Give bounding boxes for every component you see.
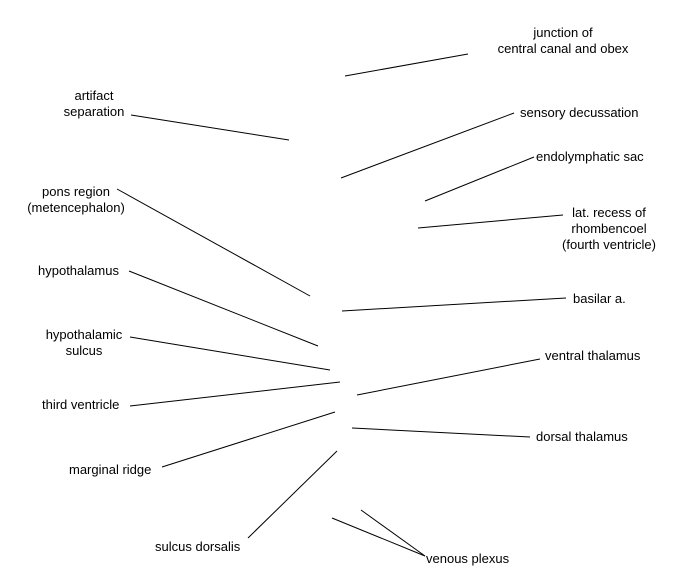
label-artifact: artifact separation bbox=[52, 88, 136, 120]
label-line: sensory decussation bbox=[520, 105, 639, 120]
leader-pons bbox=[116, 188, 311, 297]
label-line: central canal and obex bbox=[497, 41, 629, 56]
leader-sensory bbox=[340, 112, 515, 179]
label-basilar: basilar a. bbox=[573, 291, 626, 307]
label-line: hypothalamic bbox=[45, 327, 123, 342]
label-line: hypothalamus bbox=[38, 263, 119, 278]
label-lat-recess: lat. recess of rhombencoel (fourth ventr… bbox=[549, 205, 669, 253]
leader-venous-b bbox=[360, 509, 426, 557]
label-line: sulcus dorsalis bbox=[155, 539, 241, 554]
label-line: third ventricle bbox=[42, 397, 120, 412]
leader-ventral-thal bbox=[356, 358, 541, 396]
label-endolymphatic: endolymphatic sac bbox=[536, 149, 644, 165]
leader-artifact bbox=[130, 114, 290, 141]
leader-third-vent bbox=[129, 381, 341, 407]
label-third-ventricle: third ventricle bbox=[42, 397, 119, 413]
leader-marginal bbox=[161, 411, 336, 468]
label-line: artifact bbox=[74, 88, 114, 103]
label-hypothalamic-sulcus: hypothalamic sulcus bbox=[38, 327, 130, 359]
leader-dorsal-thal bbox=[351, 427, 531, 438]
leader-venous-a bbox=[331, 517, 426, 557]
label-sensory: sensory decussation bbox=[520, 105, 639, 121]
label-line: marginal ridge bbox=[69, 462, 152, 477]
label-marginal-ridge: marginal ridge bbox=[69, 462, 151, 478]
label-line: junction of bbox=[533, 25, 593, 40]
label-ventral-thalamus: ventral thalamus bbox=[545, 348, 640, 364]
label-line: rhombencoel bbox=[571, 221, 647, 236]
label-venous-plexus: venous plexus bbox=[426, 551, 509, 567]
label-line: endolymphatic sac bbox=[536, 149, 644, 164]
label-line: venous plexus bbox=[426, 551, 510, 566]
label-line: sulcus bbox=[65, 343, 103, 358]
leader-endolymphatic bbox=[424, 156, 535, 202]
label-hypothalamus: hypothalamus bbox=[38, 263, 119, 279]
label-pons: pons region (metencephalon) bbox=[14, 184, 138, 216]
leader-lat-recess bbox=[417, 214, 564, 229]
leader-junction bbox=[344, 53, 469, 77]
label-junction: junction of central canal and obex bbox=[470, 25, 656, 57]
leader-hypothalamus bbox=[128, 270, 319, 347]
label-line: lat. recess of bbox=[572, 205, 646, 220]
label-line: pons region bbox=[42, 184, 110, 199]
label-dorsal-thalamus: dorsal thalamus bbox=[536, 429, 628, 445]
label-line: separation bbox=[63, 104, 125, 119]
label-line: (fourth ventricle) bbox=[562, 237, 656, 252]
label-line: dorsal thalamus bbox=[536, 429, 628, 444]
leader-hypo-sulcus bbox=[129, 336, 331, 371]
label-sulcus-dorsalis: sulcus dorsalis bbox=[155, 539, 240, 555]
label-line: ventral thalamus bbox=[545, 348, 641, 363]
label-line: (metencephalon) bbox=[27, 200, 125, 215]
leader-sulcus-dors bbox=[247, 450, 338, 539]
label-line: basilar a. bbox=[573, 291, 626, 306]
leader-basilar bbox=[341, 297, 567, 312]
